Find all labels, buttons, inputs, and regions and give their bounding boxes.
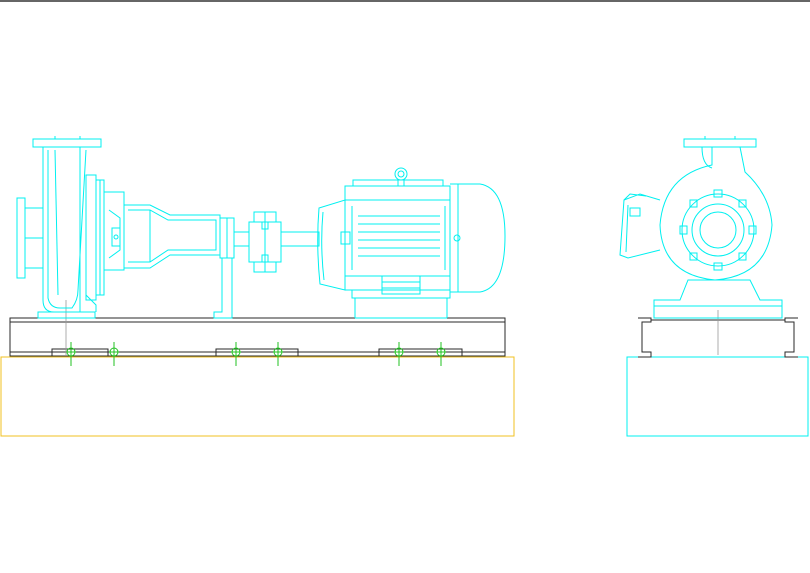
- pump-casing-end: [619, 136, 783, 319]
- anchor-bolts-side: [66, 342, 446, 366]
- electric-motor: [317, 167, 506, 319]
- side-elevation-view: [0, 136, 515, 437]
- end-foundation: [626, 356, 809, 437]
- end-elevation-view: [619, 136, 809, 437]
- coupling: [233, 211, 320, 273]
- pump-casing-side: [16, 136, 105, 319]
- pump-bearing-frame: [103, 191, 235, 319]
- side-baseframe: [9, 317, 506, 357]
- side-foundation: [0, 356, 515, 437]
